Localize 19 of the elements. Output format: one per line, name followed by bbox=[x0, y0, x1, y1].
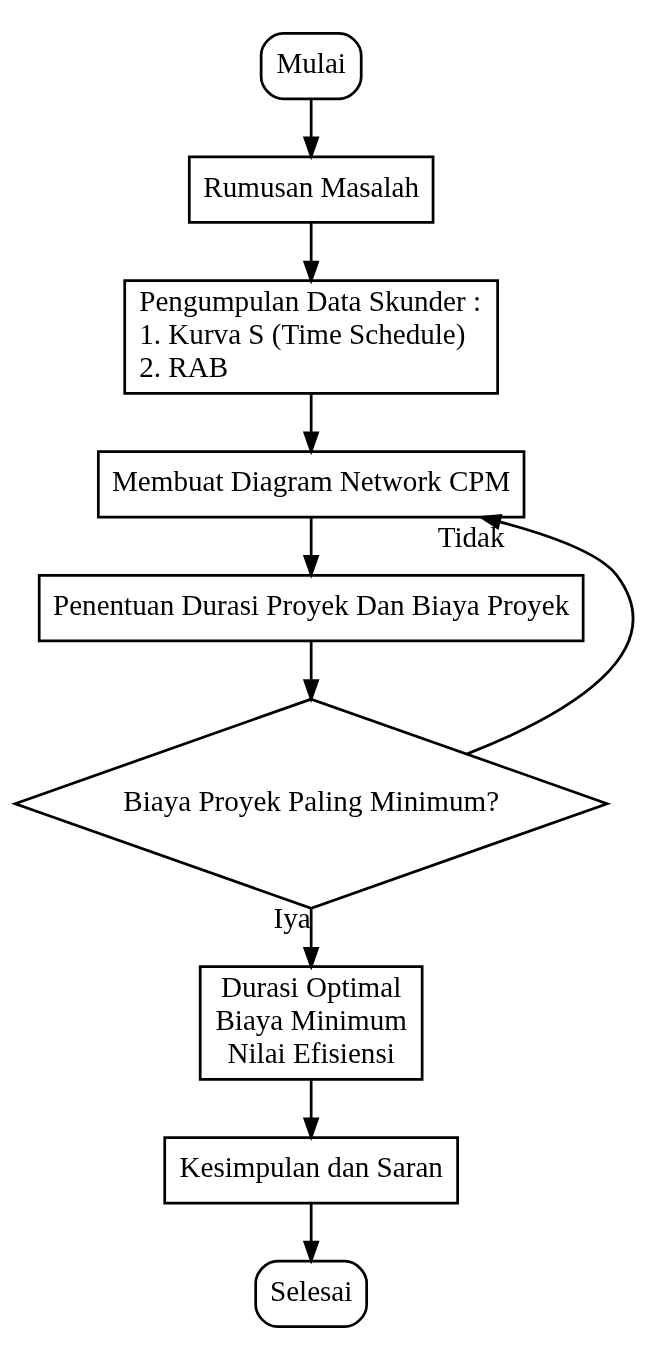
node-box: Penentuan Durasi Proyek Dan Biaya Proyek bbox=[37, 574, 585, 643]
node-box: Selesai bbox=[254, 1259, 369, 1329]
arrow bbox=[302, 908, 320, 971]
arrow bbox=[302, 222, 320, 285]
arrow bbox=[302, 394, 320, 456]
arrow bbox=[466, 514, 634, 756]
arrow bbox=[302, 1203, 320, 1265]
node-box: Rumusan Masalah bbox=[187, 155, 435, 224]
arrow bbox=[302, 641, 320, 703]
node-box: Durasi Optimal Biaya Minimum Nilai Efisiensi bbox=[198, 965, 424, 1081]
arrow bbox=[302, 1079, 320, 1142]
node-box: Pengumpulan Data Skunder : 1. Kurva S (Time Schedule) 2. RAB bbox=[123, 279, 499, 395]
node-box: Mulai bbox=[259, 31, 363, 101]
node-box: Kesimpulan dan Saran bbox=[163, 1136, 459, 1205]
arrow bbox=[302, 99, 320, 161]
node-diamond: Biaya Proyek Paling Minimum? bbox=[11, 697, 612, 910]
arrow bbox=[302, 517, 320, 579]
edge-label: Tidak bbox=[437, 520, 505, 553]
node-box: Membuat Diagram Network CPM bbox=[96, 450, 526, 519]
